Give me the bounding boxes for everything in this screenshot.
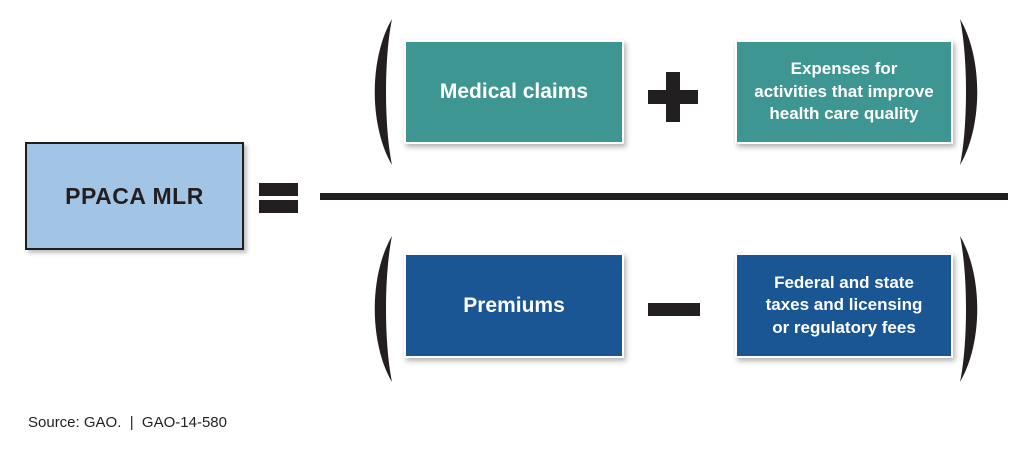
fraction-line: [320, 193, 1008, 200]
denominator-term2-line3: or regulatory fees: [772, 317, 916, 337]
numerator-close-paren-icon: [956, 16, 990, 168]
denominator-term1-box: Premiums: [404, 253, 624, 358]
plus-icon: [648, 72, 698, 122]
denominator-open-paren-icon: [362, 233, 396, 385]
numerator-term1-box: Medical claims: [404, 40, 624, 144]
denominator-term2-line2: taxes and licensing: [765, 295, 923, 315]
numerator-term2-line3: health care quality: [769, 104, 919, 124]
denominator-close-paren-icon: [956, 233, 990, 385]
source-note: Source: GAO. | GAO-14-580: [28, 414, 227, 431]
denominator-term2-box: Federal and state taxes and licensing or…: [735, 253, 953, 358]
plus-vertical-bar: [666, 72, 680, 122]
numerator-term2-box: Expenses for activities that improve hea…: [735, 40, 953, 144]
result-label: PPACA MLR: [65, 182, 204, 209]
denominator-term2-line1: Federal and state: [774, 272, 914, 292]
numerator-open-paren-icon: [362, 16, 396, 168]
equals-bottom-bar: [259, 200, 298, 213]
result-box: PPACA MLR: [25, 142, 244, 250]
numerator-term2-line1: Expenses for: [790, 59, 898, 79]
equals-icon: [259, 183, 298, 213]
denominator-term1-label: Premiums: [463, 293, 565, 317]
numerator-term2-line2: activities that improve: [754, 81, 934, 101]
minus-icon: [648, 303, 700, 316]
equals-top-bar: [259, 183, 298, 196]
numerator-term1-label: Medical claims: [439, 80, 589, 103]
